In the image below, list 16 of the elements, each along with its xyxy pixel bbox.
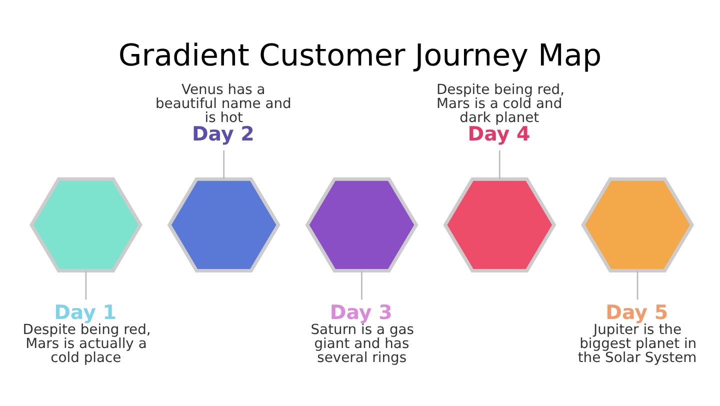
connector [498,150,500,179]
node-text: Day 5 Jupiter is the biggest planet in the Solar System [578,300,697,366]
connector [361,270,362,300]
diagram-title: Gradient Customer Journey Map [118,38,602,73]
connector [85,270,87,300]
node-hexagon [29,176,142,272]
node-hexagon [305,176,418,272]
node-text: Day 3 Saturn is a gas giant and has several rings [310,300,414,366]
node-text: Venus has a beautiful name and is hot Day 2 [155,82,292,145]
connector [636,270,638,300]
connector [223,150,225,179]
node-hexagon [443,176,556,272]
node-text: Despite being red, Mars is a cold and dark planet Day 4 [436,82,564,145]
node-text: Day 1 Despite being red, Mars is actually a cold place [22,300,151,366]
node-hexagon [167,176,280,272]
node-hexagon [581,176,694,272]
